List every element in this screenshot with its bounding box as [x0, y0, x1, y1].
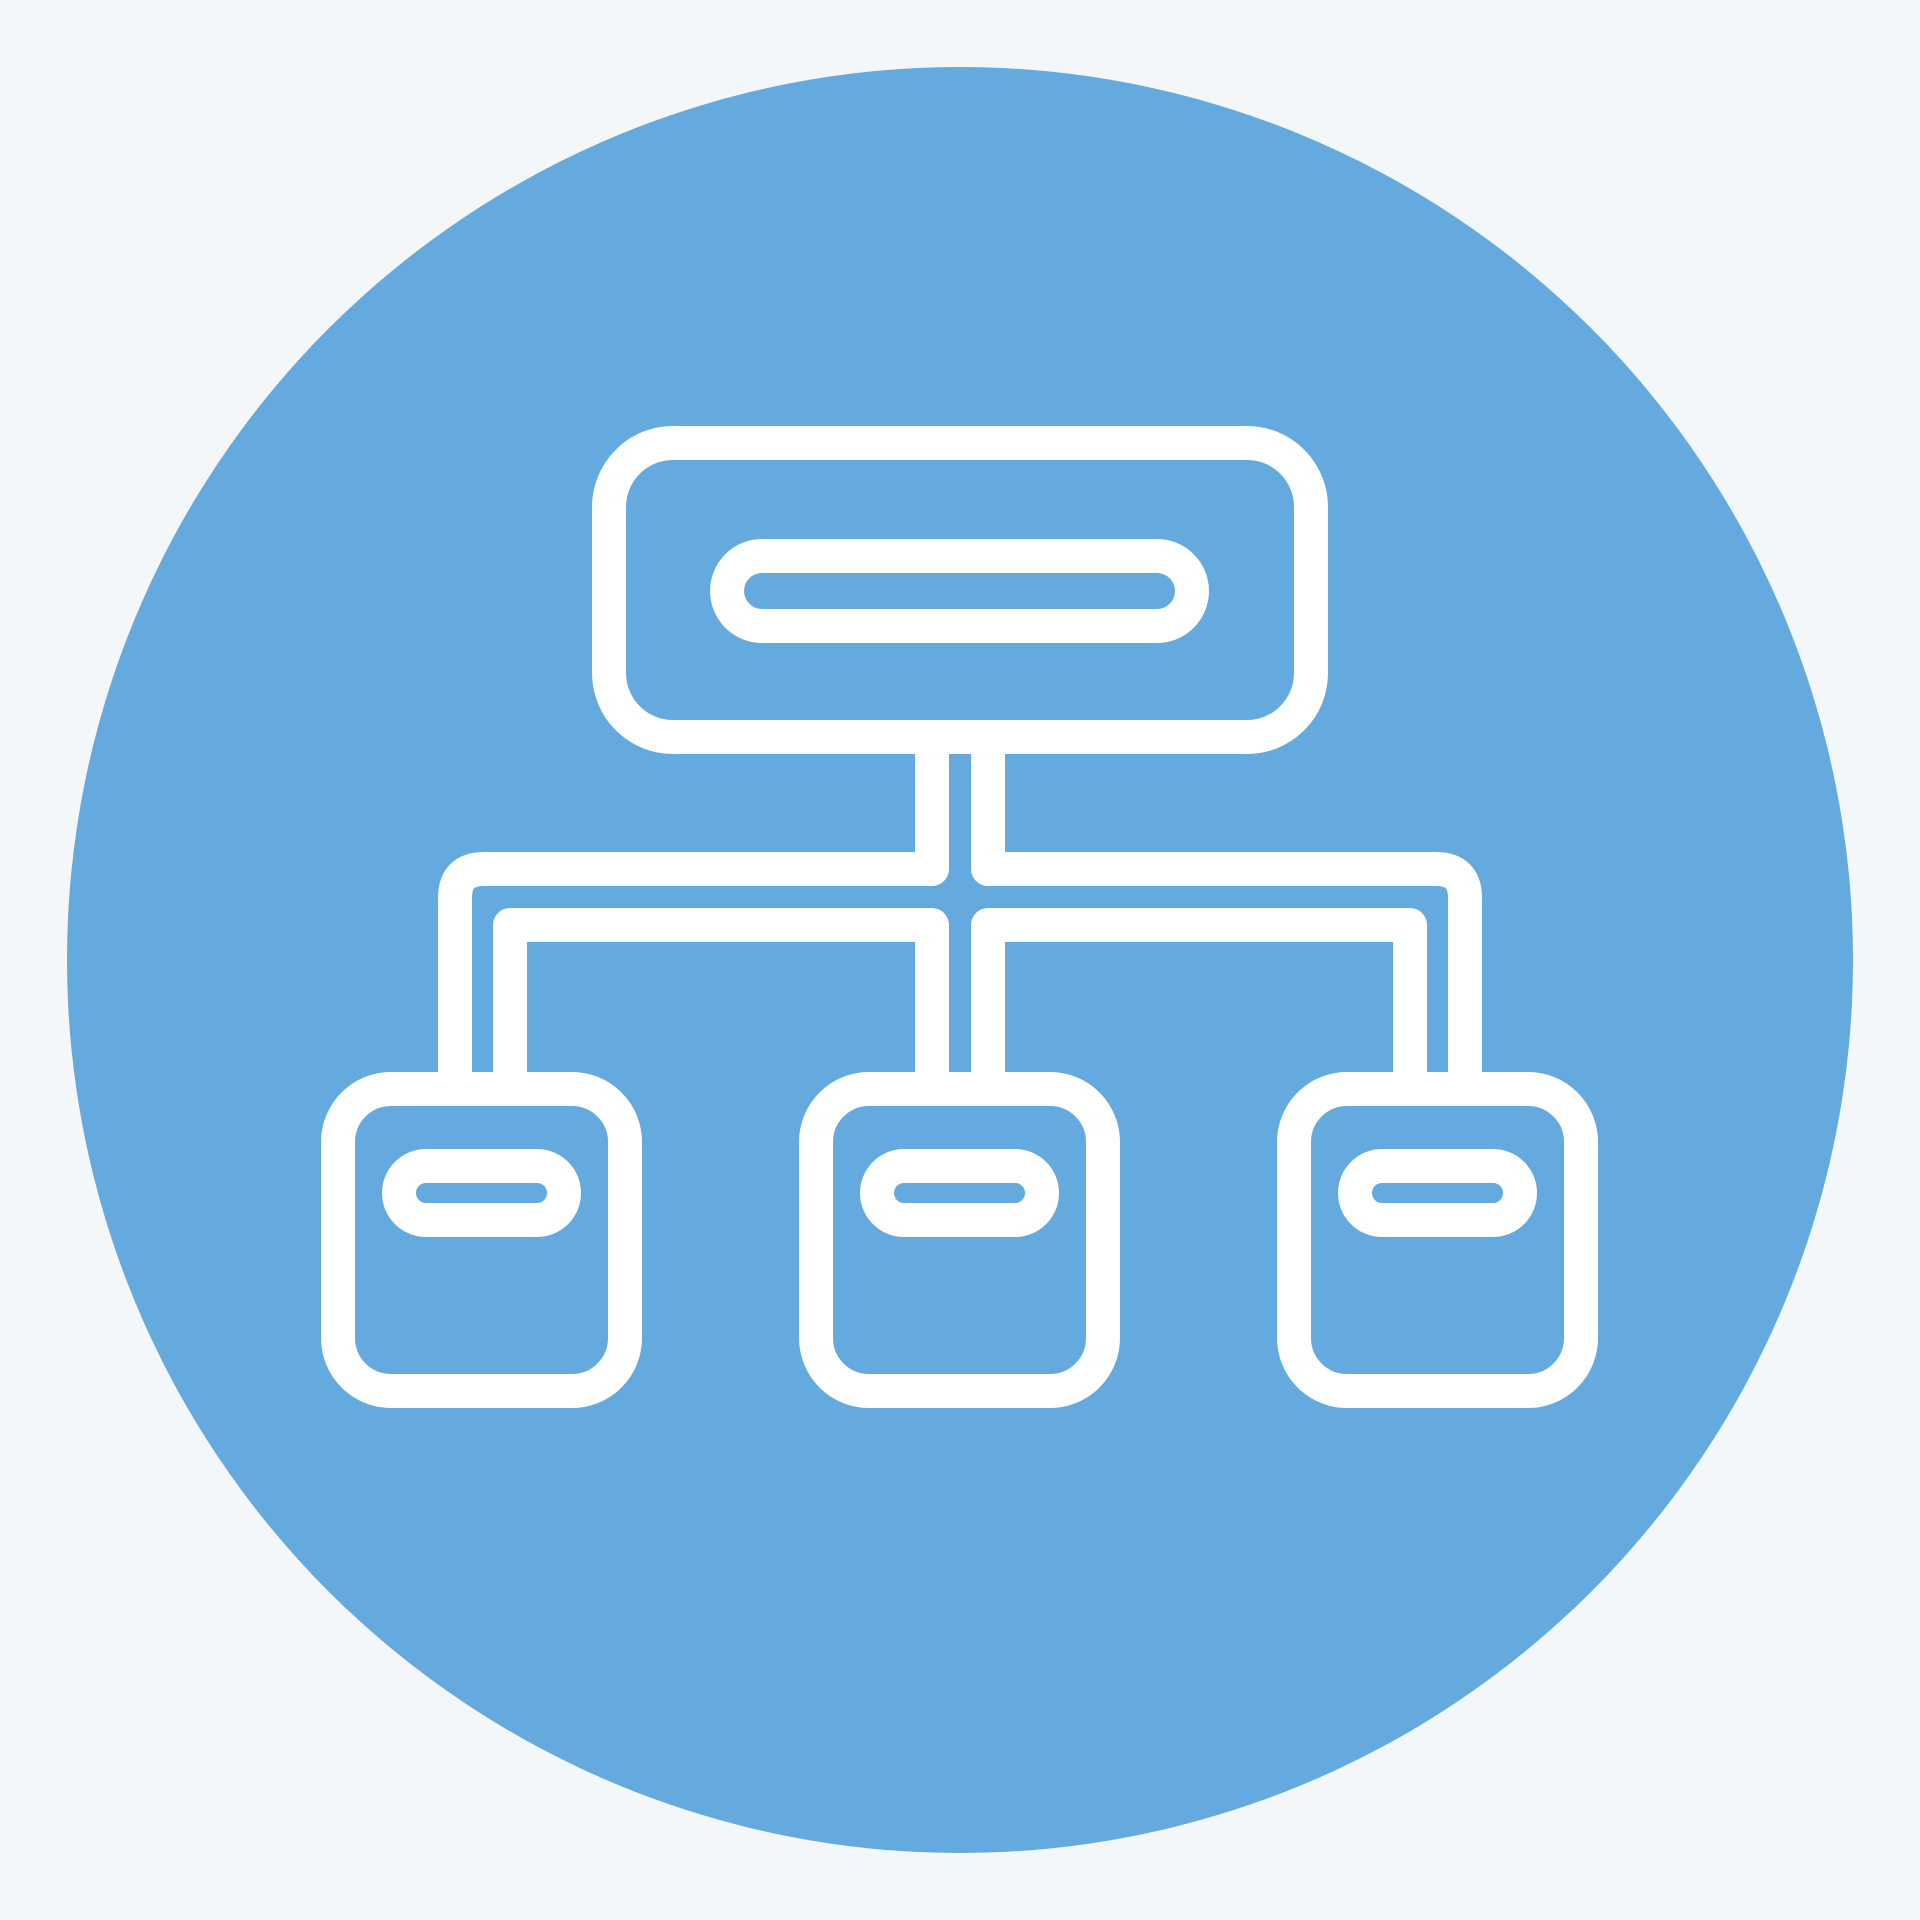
root-node-label-bar	[710, 539, 1209, 643]
child-node-left	[321, 1072, 642, 1408]
child-node-center	[799, 1072, 1120, 1408]
connector-outer-right	[971, 720, 1482, 1105]
child-node-box	[1277, 1072, 1598, 1408]
connector-inner-right	[971, 908, 1427, 1105]
connector-lines	[438, 720, 1482, 1105]
connector-outer-left	[438, 720, 949, 1105]
child-node-right	[1277, 1072, 1598, 1408]
child-node-label-bar	[382, 1149, 581, 1237]
child-node-label-bar	[1338, 1149, 1537, 1237]
child-node-box	[799, 1072, 1120, 1408]
child-node-label-bar	[860, 1149, 1059, 1237]
child-node-box	[321, 1072, 642, 1408]
circle-badge	[67, 67, 1853, 1853]
root-node	[592, 426, 1328, 754]
connector-inner-left	[493, 908, 949, 1105]
root-node-box	[592, 426, 1328, 754]
